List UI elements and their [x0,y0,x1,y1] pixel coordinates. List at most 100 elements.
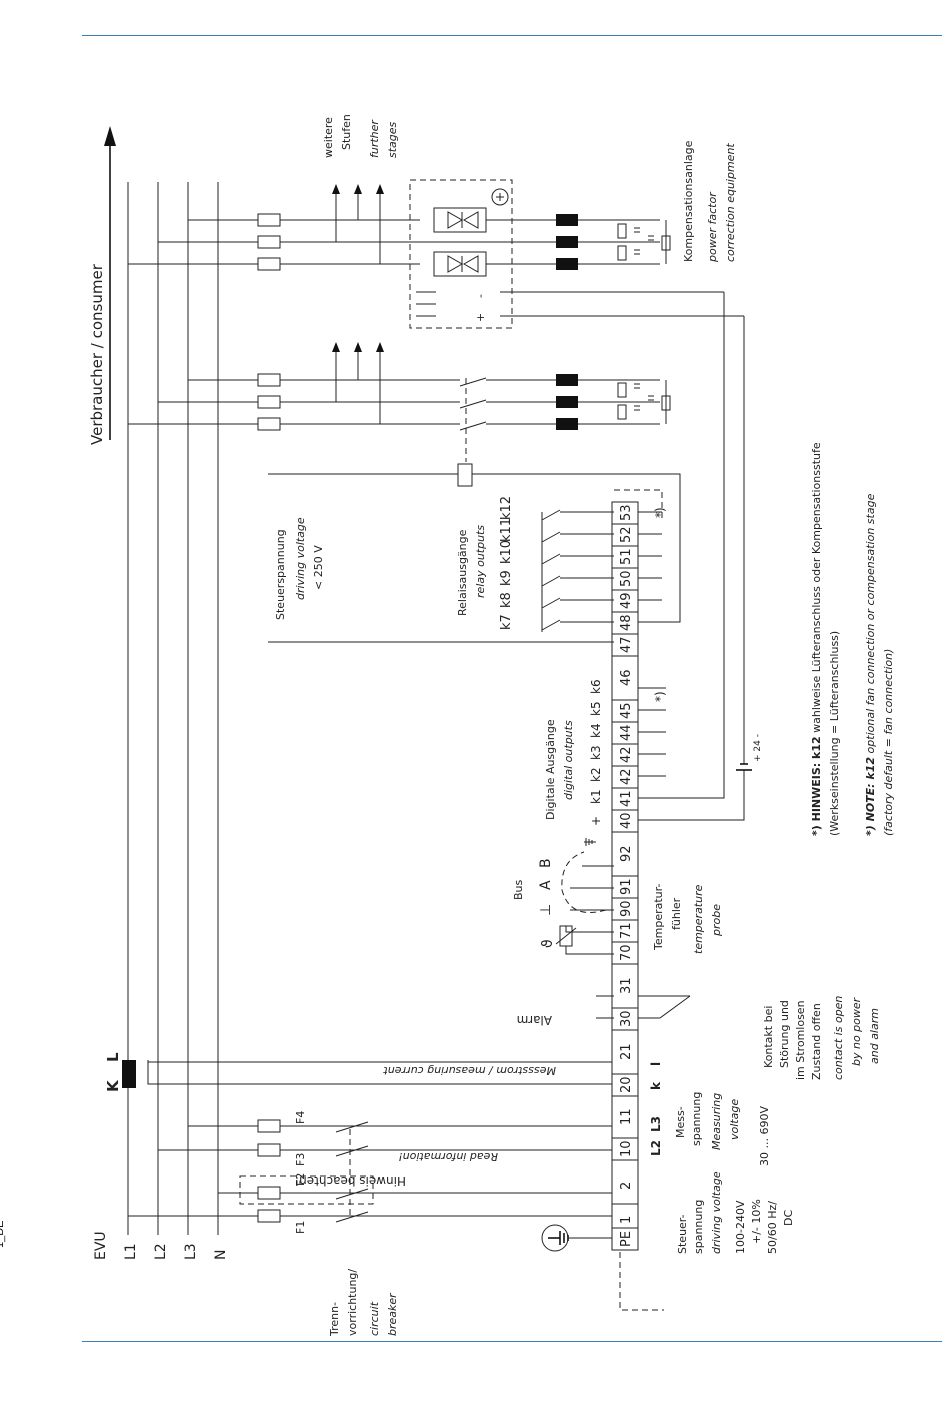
alarm-contact-de-3: im Stromlosen [794,1000,807,1080]
relay-switch-k8 [541,597,561,609]
terminal-label-l2: L2 [649,1140,663,1156]
note-en-line-2: (factory default = fan connection) [882,649,895,836]
further-stages-de-2: Stufen [340,114,353,150]
compensation-de: Kompensationsanlage [682,140,695,262]
further-stages-en-1: further [368,119,381,158]
digital-outputs-de: Digitale Ausgänge [544,719,557,820]
terminal-20: 20 [619,1076,634,1093]
digital-output-label-k1: k1 [589,789,603,804]
relay-outputs-en: relay outputs [474,525,487,598]
bus-title: Bus [512,879,525,900]
contactor-coil [457,463,473,487]
l2-label: L2 [153,1243,169,1260]
terminal-44: 44 [619,724,634,741]
top-rule [82,35,942,36]
control-voltage-v1: 100-240V [734,1200,747,1254]
terminal-1: 1 [619,1216,634,1224]
control-voltage-en: driving voltage [710,1171,723,1254]
breaker-en-1: circuit [368,1301,381,1336]
relay-switch-k7 [541,619,561,631]
terminal-30: 30 [619,1010,634,1027]
relay-output-label-k8: k8 [499,592,514,608]
breaker-de-2: vorrichtung/ [346,1269,359,1336]
control-voltage-v4: DC [782,1210,795,1226]
fuse-f2 [218,1186,620,1200]
further-stages-en-2: stages [386,121,399,158]
f4-label: F4 [294,1111,307,1124]
terminal-label-l: l [649,1062,663,1066]
fuse-f3 [158,1143,620,1157]
compensation-en-1: power factor [706,191,719,263]
bus-gnd-label: ⊥ [538,904,554,916]
breaker-de-1: Trenn- [328,1302,341,1337]
relay-switch-k11 [541,531,561,543]
alarm-contact-de-2: Störung und [778,1000,791,1068]
thyristor-stage [128,179,744,329]
digital-star-marker: *) [653,691,667,702]
terminal-52: 52 [619,526,634,543]
ct-wire-k [147,1060,620,1085]
bus-ground-icon [584,838,596,846]
alarm-contact [659,995,691,1019]
breaker-en-2: breaker [386,1292,399,1336]
temp-probe-en-2: probe [710,904,723,937]
bottom-rule [82,1341,942,1342]
thyristor-minus: - [474,294,487,298]
measuring-voltage-de-1: Mess- [674,1106,687,1138]
contactor-coil-return [472,473,681,623]
terminal-70: 70 [619,944,634,961]
relay-output-label-k10: k10 [499,540,514,564]
relay-output-label-k9: k9 [499,570,514,586]
supply-label: + 24 - [753,734,763,762]
note-de-bold: *) HINWEIS: k12 [810,736,823,836]
terminal-91: 91 [619,878,634,895]
terminal-label-l3: L3 [649,1116,663,1132]
measuring-current-label: Messstrom / measuring current [383,1064,556,1077]
notice-de: Hinweis beachten! [294,1174,406,1188]
temp-probe-wire-70 [565,946,614,955]
terminal-pe: PE [619,1231,634,1247]
n-label: N [213,1250,229,1260]
further-stage-arrows-lower [332,342,384,424]
relay-switch-k10 [541,553,561,565]
note-en-line-1: *) NOTE: k12 optional fan connection or … [864,493,877,836]
l1-label: L1 [123,1243,139,1260]
note-en-text: optional fan connection or compensation … [864,493,877,757]
control-voltage-de-2: spannung [692,1200,705,1254]
temp-probe-de-1: Temperatur- [652,884,665,951]
ct-k-label: K [104,1079,122,1092]
alarm-contact-en-2: by no power [850,996,863,1066]
contactor-stage [128,373,671,462]
driving-voltage-en-1: driving voltage [294,517,307,600]
alarm-contact-de-1: Kontakt bei [762,1006,775,1068]
alarm-contact-en-1: contact is open [832,996,845,1080]
bus-b-label: B [538,858,554,868]
control-voltage-v2: +/- 10% [750,1199,763,1244]
terminal-47: 47 [619,636,634,653]
measuring-voltage-en-1: Measuring [710,1093,723,1150]
driving-voltage-de: Steuerspannung [274,529,287,620]
relay-output-switches [541,509,662,631]
relay-star-marker: *) [653,507,667,518]
consumer-arrowhead [104,126,116,146]
bus-shield-dashed [561,851,607,913]
digital-output-label-k4: k4 [589,723,603,738]
relay-output-label-k7: k7 [499,614,514,630]
digital-output-label-k2: k2 [589,767,603,782]
ct-l-label: L [104,1052,122,1062]
device-dashed-outline [619,1252,664,1311]
consumer-label: Verbraucher / consumer [88,263,106,445]
terminal-41: 41 [619,790,634,807]
supply-wire-minus-k1 [638,292,725,799]
thyristor-plus: + [474,313,487,322]
compensation-en-2: correction equipment [724,143,737,262]
temp-probe-de-2: fühler [670,897,683,930]
relay-outputs-de: Relaisausgänge [456,529,469,616]
note-de-line-2: (Werkseinstellung = Lüfteranschluss) [828,631,841,836]
further-stage-arrows-upper [332,184,384,264]
l3-label: L3 [183,1243,199,1260]
note-de-line-1: *) HINWEIS: k12 wahlweise Lüfteranschlus… [810,442,823,836]
